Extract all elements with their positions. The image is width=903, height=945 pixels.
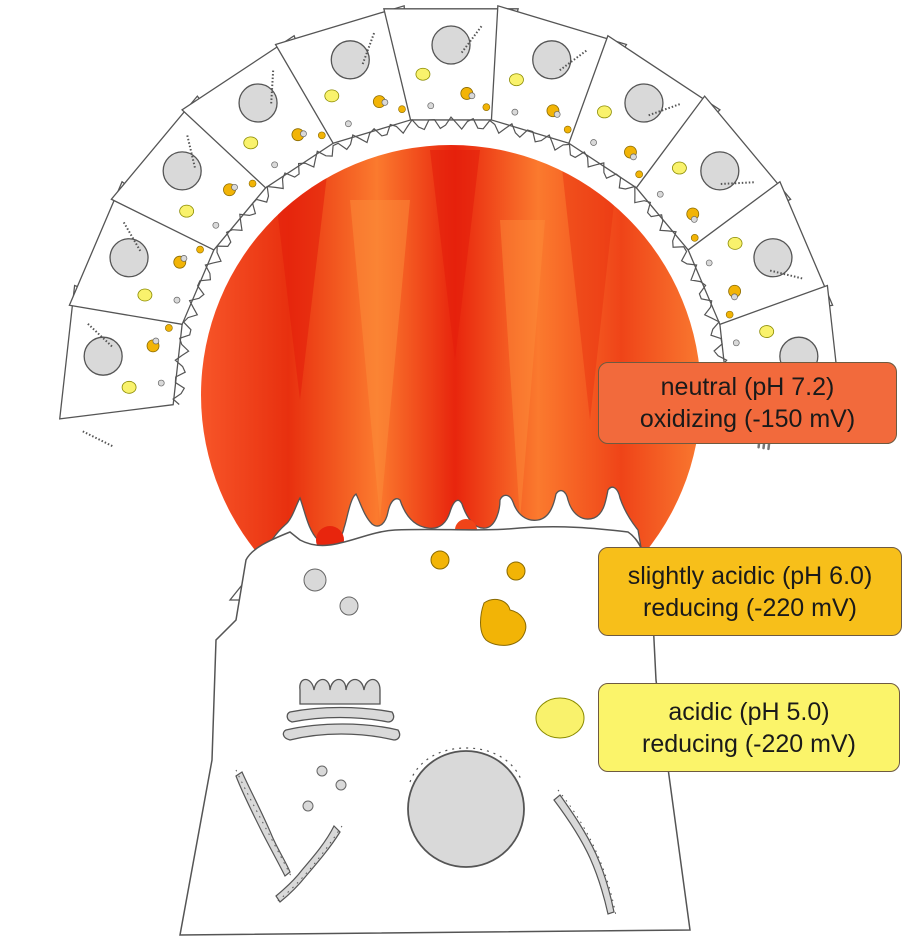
cell-vesicle xyxy=(591,139,597,145)
cell-nucleus xyxy=(533,41,571,79)
cell-nucleus xyxy=(110,239,148,277)
cell-vesicle xyxy=(428,103,434,109)
cell-vesicle xyxy=(657,191,663,197)
cell-vesicle xyxy=(213,222,219,228)
label-neutral-compartment: neutral (pH 7.2) oxidizing (-150 mV) xyxy=(598,362,897,444)
cell-nucleus xyxy=(84,337,122,375)
cell-vesicle xyxy=(512,109,518,115)
cell-vesicle xyxy=(181,255,187,261)
cell-vesicle xyxy=(630,154,636,160)
cell-endosome xyxy=(564,126,571,133)
cell-endosome xyxy=(636,171,643,178)
cell-vesicle xyxy=(232,184,238,190)
cell-endosome xyxy=(399,106,406,113)
nucleus xyxy=(408,751,524,867)
label-slightly-acidic-line2: reducing (-220 mV) xyxy=(643,592,857,624)
cell-lysosome xyxy=(138,289,152,301)
cell-vesicle xyxy=(158,380,164,386)
lysosome xyxy=(536,698,584,738)
cell-endosome xyxy=(691,234,698,241)
cell-endosome xyxy=(726,311,733,318)
cell-nucleus xyxy=(701,152,739,190)
cell-vesicle xyxy=(691,216,697,222)
label-acidic-line2: reducing (-220 mV) xyxy=(642,728,856,760)
cell-endosome xyxy=(249,180,256,187)
label-slightly-acidic-line1: slightly acidic (pH 6.0) xyxy=(628,560,873,592)
cell-vesicle xyxy=(153,338,159,344)
cell-lysosome xyxy=(597,106,611,118)
cell-vesicle xyxy=(300,131,306,137)
cell-lysosome xyxy=(672,162,686,174)
cell-lysosome xyxy=(416,68,430,80)
label-slightly-acidic-compartment: slightly acidic (pH 6.0) reducing (-220 … xyxy=(598,547,902,636)
label-acidic-line1: acidic (pH 5.0) xyxy=(668,696,829,728)
cell-vesicle xyxy=(174,297,180,303)
cell-endosome xyxy=(318,132,325,139)
cell-nucleus xyxy=(163,152,201,190)
label-neutral-line2: oxidizing (-150 mV) xyxy=(640,403,855,435)
cell-lysosome xyxy=(180,205,194,217)
label-neutral-line1: neutral (pH 7.2) xyxy=(661,371,835,403)
cell-nucleus xyxy=(625,84,663,122)
label-acidic-compartment: acidic (pH 5.0) reducing (-220 mV) xyxy=(598,683,900,772)
cell-lysosome xyxy=(325,90,339,102)
cell-vesicle xyxy=(469,93,475,99)
cell-lysosome xyxy=(728,237,742,249)
cell-nucleus xyxy=(754,239,792,277)
cell-lysosome xyxy=(509,74,523,86)
cell-lysosome xyxy=(122,381,136,393)
cell-endosome xyxy=(197,246,204,253)
cell-nucleus xyxy=(432,26,470,64)
cell-vesicle xyxy=(733,340,739,346)
cell-vesicle xyxy=(272,162,278,168)
cell-vesicle xyxy=(345,121,351,127)
cell-lysosome xyxy=(760,326,774,338)
cell-vesicle xyxy=(554,111,560,117)
cell-endosome xyxy=(165,324,172,331)
cell-vesicle xyxy=(706,260,712,266)
cell-endosome xyxy=(483,104,490,111)
cell-lysosome xyxy=(244,137,258,149)
cell-vesicle xyxy=(382,99,388,105)
cell-er xyxy=(83,431,113,446)
cell-vesicle xyxy=(732,294,738,300)
